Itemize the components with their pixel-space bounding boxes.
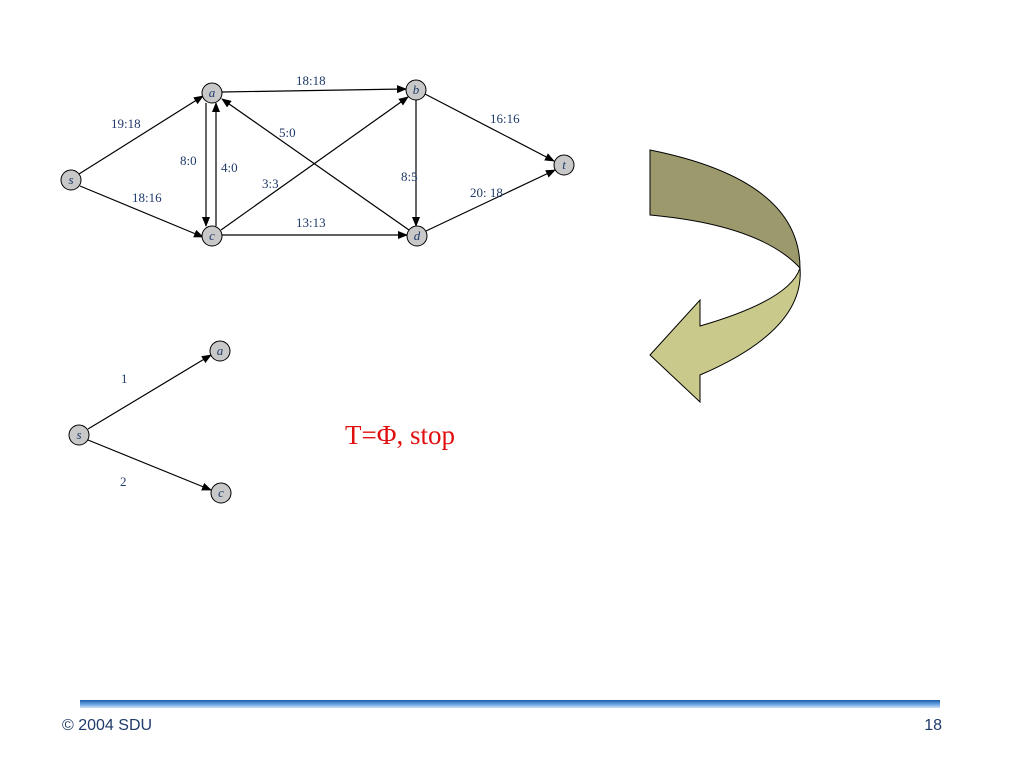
tree-node-s: s bbox=[68, 424, 90, 446]
curved-arrow-icon bbox=[649, 149, 801, 404]
tree-edge-s-c bbox=[87, 439, 212, 491]
result-tree: 1 2 s a c bbox=[68, 340, 232, 504]
page-number: 18 bbox=[924, 717, 942, 734]
node-b: b bbox=[405, 79, 427, 101]
tree-edge-label-s-c: 2 bbox=[120, 474, 127, 489]
edge-s-c bbox=[79, 185, 204, 238]
tree-edge-s-a bbox=[87, 354, 212, 430]
edge-label-a-c: 8:0 bbox=[180, 153, 197, 168]
svg-text:d: d bbox=[414, 228, 421, 243]
edge-label-c-b: 3:3 bbox=[262, 176, 279, 191]
node-a: a bbox=[201, 82, 223, 104]
footer-copyright: © 2004 SDU bbox=[62, 717, 153, 734]
edge-label-s-a: 19:18 bbox=[111, 116, 141, 131]
svg-text:b: b bbox=[413, 82, 420, 97]
node-t: t bbox=[553, 154, 575, 176]
edge-a-b bbox=[221, 85, 407, 94]
edge-label-a-b: 18:18 bbox=[296, 73, 326, 88]
tree-node-c: c bbox=[210, 482, 232, 504]
edge-s-a bbox=[78, 95, 204, 175]
svg-text:a: a bbox=[217, 343, 224, 358]
edge-d-t bbox=[425, 169, 556, 232]
svg-text:s: s bbox=[76, 427, 81, 442]
svg-text:c: c bbox=[218, 485, 224, 500]
tree-node-a: a bbox=[209, 340, 231, 362]
flow-network: 19:18 18:16 18:18 8:0 4:0 3:3 5:0 8:5 16… bbox=[60, 73, 575, 247]
edge-d-a bbox=[221, 98, 410, 231]
tree-edge-label-s-a: 1 bbox=[121, 371, 128, 386]
edge-label-d-a: 5:0 bbox=[279, 125, 296, 140]
edge-b-t bbox=[424, 93, 555, 162]
status-text: T=Φ, stop bbox=[345, 420, 455, 450]
edge-label-c-a: 4:0 bbox=[221, 160, 238, 175]
footer-divider bbox=[80, 700, 940, 708]
svg-text:s: s bbox=[68, 172, 73, 187]
svg-text:t: t bbox=[562, 157, 566, 172]
edge-label-d-t: 20: 18 bbox=[470, 185, 503, 200]
svg-text:c: c bbox=[209, 228, 215, 243]
edge-label-b-t: 16:16 bbox=[490, 111, 520, 126]
node-d: d bbox=[406, 225, 428, 247]
edge-label-c-d: 13:13 bbox=[296, 215, 326, 230]
node-s: s bbox=[60, 169, 82, 191]
svg-text:a: a bbox=[209, 85, 216, 100]
edge-label-s-c: 18:16 bbox=[132, 190, 162, 205]
node-c: c bbox=[201, 225, 223, 247]
edge-label-b-d: 8:5 bbox=[401, 169, 418, 184]
